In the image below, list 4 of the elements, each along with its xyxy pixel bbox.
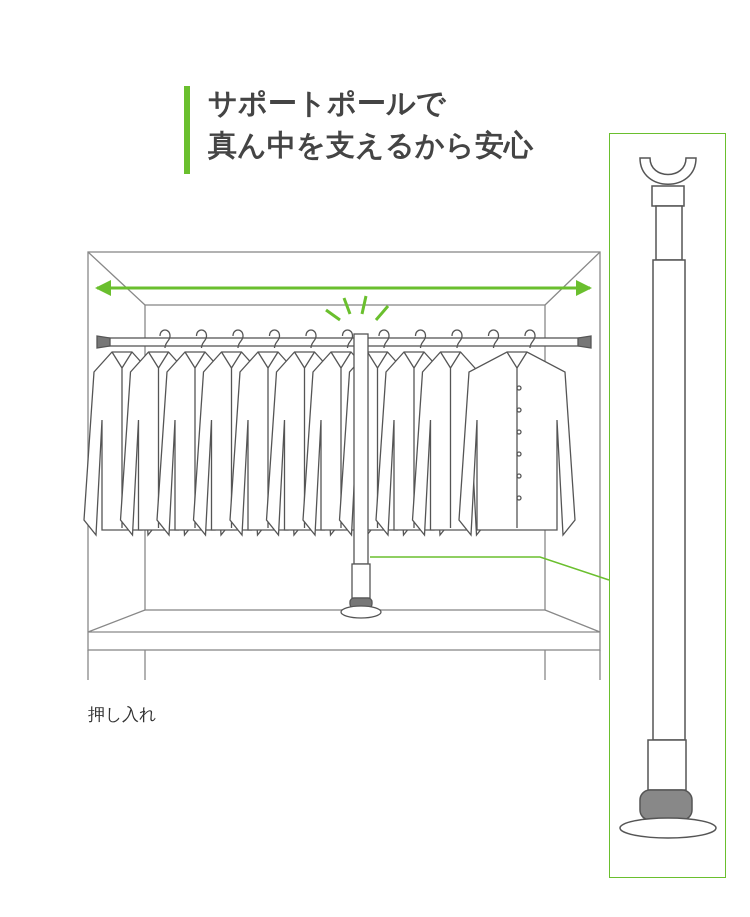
closet-label: 押し入れ (88, 704, 156, 726)
title: サポートポールで真ん中を支えるから安心 (208, 85, 533, 164)
zoom-inset-box (609, 133, 726, 878)
leader-line (370, 556, 610, 581)
